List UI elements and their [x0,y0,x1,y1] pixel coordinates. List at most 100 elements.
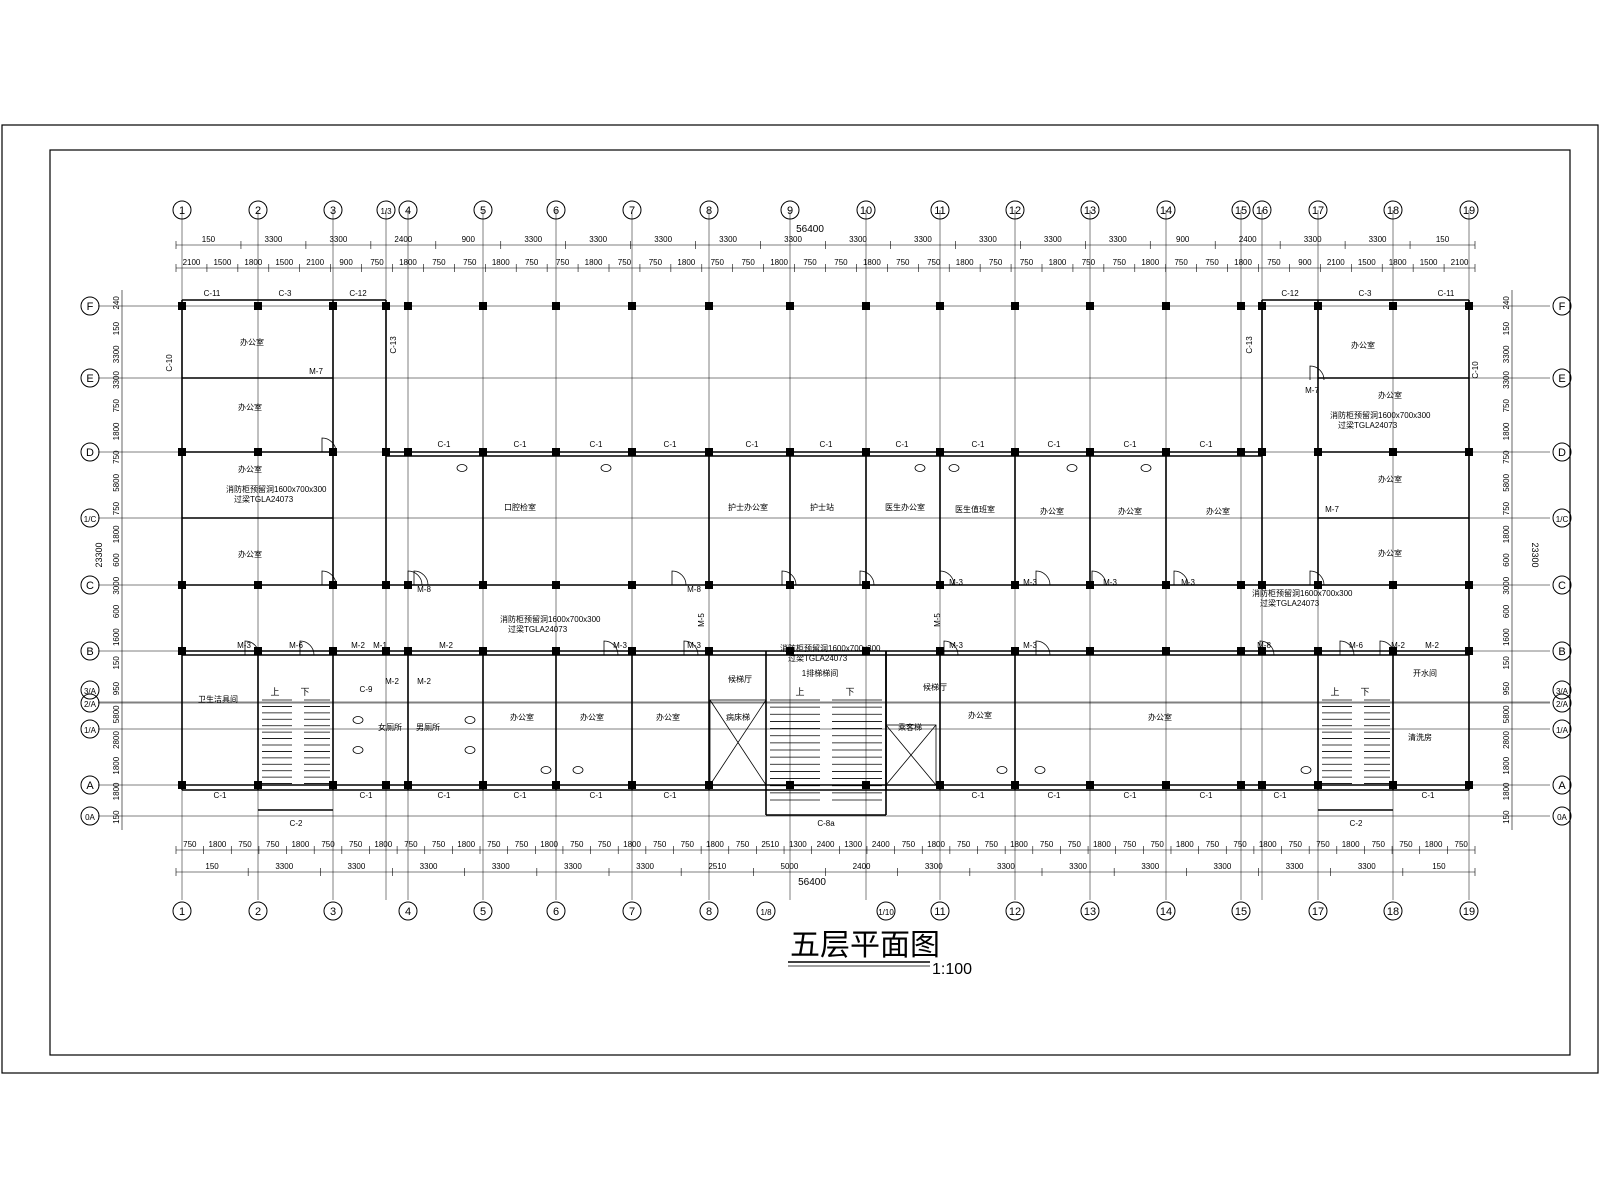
axis-label-left: 1/C [84,515,97,524]
structural-column [628,302,636,310]
dim-left-label: 1600 [112,628,121,646]
room-label: 办公室 [656,712,680,722]
door-swing [321,437,337,453]
dim-top-2-label: 750 [1267,258,1281,267]
door-tag: M-3 [1181,578,1195,587]
dim-top-2-label: 750 [989,258,1003,267]
outer-frame [1,124,1599,1074]
dim-top-2-label: 750 [1020,258,1034,267]
window-tag: C-1 [1124,791,1137,800]
dim-right-label: 150 [1502,810,1511,824]
axis-label-bottom: 13 [1084,906,1096,918]
axis-bubble-right [1552,442,1572,462]
room-label: 办公室 [1206,506,1230,516]
elevator-passenger [885,724,937,786]
axis-label-left: C [86,580,94,592]
structural-column [382,781,390,789]
window-tag: C-12 [349,289,367,298]
door-tag: M-7 [1305,386,1319,395]
dim-bottom-1-label: 750 [238,840,252,849]
axis-bubble-bottom [622,901,642,921]
dim-right-label: 1800 [1502,525,1511,543]
axis-label-top: 2 [255,205,261,217]
dim-right-label: 240 [1502,296,1511,310]
dim-top-2-label: 750 [370,258,384,267]
window-tag: C-1 [664,440,677,449]
room-label: 办公室 [510,712,534,722]
dim-top-1-label: 3300 [1044,235,1062,244]
dim-top-1-label: 3300 [589,235,607,244]
structural-column [1314,647,1322,655]
window-tag: C-1 [1048,791,1061,800]
door-tag: M-7 [1325,505,1339,514]
axis-bubble-bottom [1005,901,1025,921]
axis-bubble-right [1552,508,1572,528]
dim-bottom-1-label: 1800 [1010,840,1028,849]
room-label: 办公室 [238,549,262,559]
door-tag: M-2 [439,641,453,650]
window-tag: C-11 [204,289,221,298]
axis-bubble-bottom [248,901,268,921]
axis-label-left: D [86,447,94,459]
axis-bubble-top [172,200,192,220]
axis-bubble-right [1552,719,1572,739]
axis-bubble-bottom [473,901,493,921]
door-swing [1035,640,1051,656]
dim-left-label: 600 [112,604,121,618]
door-tag: M-7 [309,367,323,376]
dim-bottom-2-label: 3300 [420,862,438,871]
axis-bubble-top [1005,200,1025,220]
dim-left-label: 5800 [112,473,121,491]
structural-column [254,581,262,589]
dim-left-label: 600 [112,553,121,567]
axis-label-left: F [87,301,94,313]
window-tag: C-9 [360,685,373,694]
stair-down-label: 下 [1360,687,1369,697]
dim-bottom-2-label: 3300 [1141,862,1159,871]
axis-label-top: 6 [553,205,559,217]
axis-label-top: 9 [787,205,793,217]
structural-column [404,647,412,655]
structural-column [862,448,870,456]
structural-column [178,302,186,310]
dim-top-2-label: 750 [927,258,941,267]
dim-right-label: 600 [1502,553,1511,567]
structural-column [1258,581,1266,589]
sink-fixture [996,766,1008,774]
dim-left-label: 750 [112,398,121,412]
room-label: 办公室 [1351,340,1375,350]
window-tag: C-1 [746,440,759,449]
lintel-note: 过梁TGLA24073 [234,494,294,504]
dim-bottom-1-label: 1800 [623,840,641,849]
axis-label-top: 16 [1256,205,1268,217]
dim-top-1-label: 3300 [654,235,672,244]
axis-bubble-top [1308,200,1328,220]
dim-bottom-2-label: 150 [205,862,219,871]
axis-bubble-left [80,368,100,388]
room-label: 办公室 [240,337,264,347]
drawing-scale: 1:100 [932,961,972,978]
dim-bottom-1-label: 1800 [1093,840,1111,849]
dim-top-2-label: 1500 [213,258,231,267]
structural-column [1258,781,1266,789]
dim-bottom-1-label: 750 [570,840,584,849]
axis-bubble-bottom [323,901,343,921]
structural-column [936,647,944,655]
structural-column [1237,448,1245,456]
dim-bottom-1-label: 750 [404,840,418,849]
axis-label-bottom: 7 [629,906,635,918]
dim-top-2-label: 750 [1174,258,1188,267]
structural-column [1389,581,1397,589]
structural-column [329,647,337,655]
dim-bottom-1-label: 750 [902,840,916,849]
axis-bubble-right [1552,575,1572,595]
window-tag: C-13 [389,336,398,354]
door-tag: M-2 [1425,641,1439,650]
structural-column [1465,302,1473,310]
dim-right-label: 600 [1502,604,1511,618]
axis-label-bottom: 1/10 [878,908,894,917]
door-tag: M-6 [289,641,303,650]
axis-bubble-left [80,719,100,739]
dim-top-2-label: 750 [1205,258,1219,267]
